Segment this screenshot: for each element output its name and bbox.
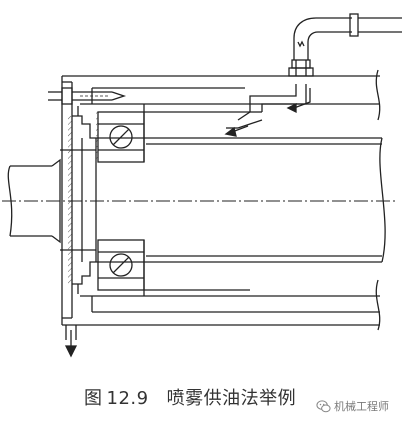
wechat-icon [316, 399, 331, 412]
end-cover [68, 106, 96, 294]
oil-flow-arrows [64, 88, 311, 358]
oil-passage [226, 84, 307, 129]
spacer-sleeve [144, 111, 250, 291]
watermark-text: 机械工程师 [334, 400, 389, 413]
upper-bearing [96, 104, 145, 163]
figure-number: 12.9 [106, 388, 149, 409]
watermark: 机械工程师 [316, 398, 389, 414]
drain-outlet [65, 325, 77, 340]
pipe-fitting [288, 13, 402, 77]
locating-pin [48, 87, 127, 105]
lower-bearing [97, 239, 145, 296]
figure-title: 喷雾供油法举例 [166, 388, 297, 409]
figure-prefix: 图 [84, 388, 103, 409]
shaft [7, 137, 386, 263]
housing [61, 69, 381, 331]
